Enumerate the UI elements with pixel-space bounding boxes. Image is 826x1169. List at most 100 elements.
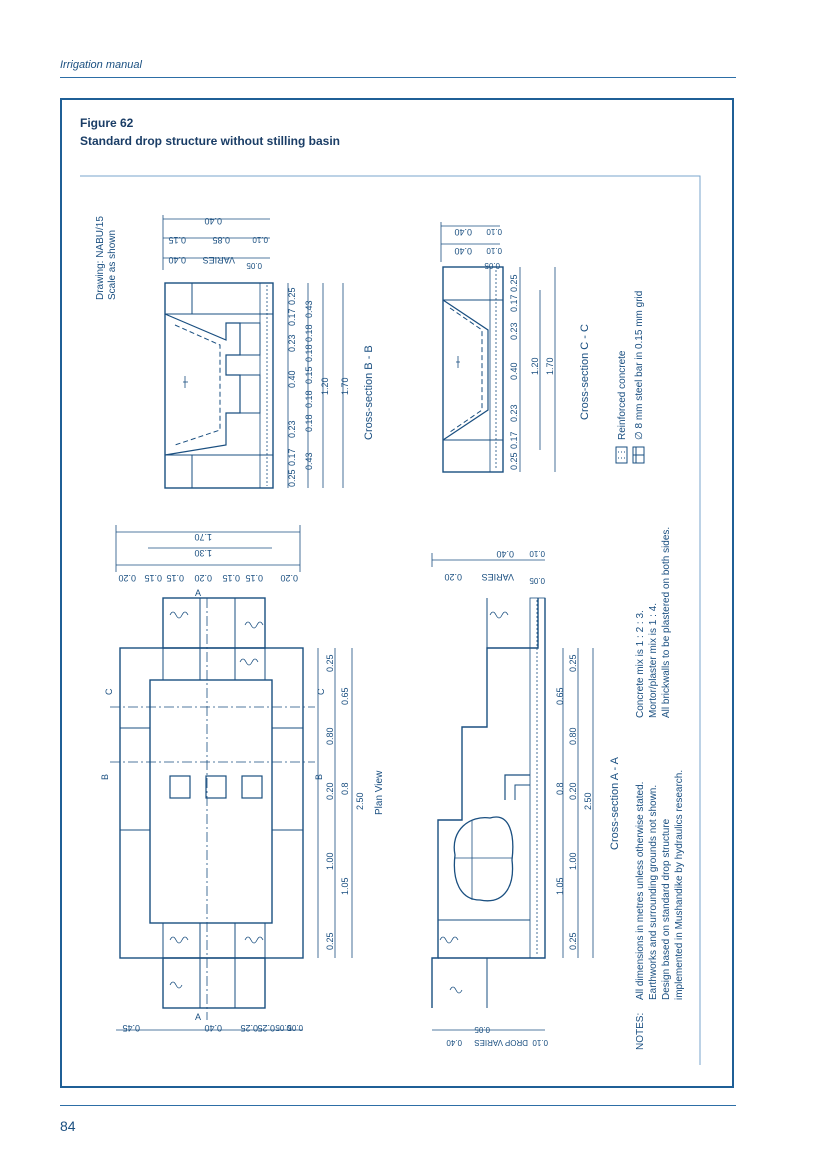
section-mark-a-top: A [195, 588, 201, 598]
section-mark-a-bottom: A [195, 1012, 201, 1022]
aa-bottom-dim-3: 0.10 [532, 1038, 548, 1047]
plan-top-dim-3-6: 0.20 [280, 573, 298, 583]
figure-number: Figure 62 [80, 116, 134, 130]
plan-top-dim-3-1: 0.15 [144, 573, 162, 583]
plan-hole-3 [241, 775, 263, 799]
bb-top-dim-3: 0.15 [168, 235, 186, 245]
aa-top-dim-2: VARIES [482, 572, 514, 582]
plan-top-dim-3-5: 0.15 [245, 573, 263, 583]
cc-top-dim-2: 0.10 [486, 227, 502, 236]
notes-line-3: Design based on standard drop structure [661, 818, 672, 1000]
section-bb-label: Cross-section B - B [363, 345, 375, 440]
plan-view [110, 597, 315, 1020]
section-aa-label: Cross-section A - A [609, 756, 621, 850]
legend [615, 446, 645, 464]
aa-right-r2-2: 1.05 [555, 877, 565, 895]
aa-bottom-dim-1: VARIES [474, 1038, 503, 1047]
drawing-scale: Scale as shown [107, 230, 118, 300]
cc-dim-r1-1: 0.17 [509, 431, 519, 449]
aa-bottom-dim-2: DROP [505, 1038, 528, 1047]
aa-top-dim-0: 0.20 [444, 572, 462, 582]
aa-right-r1-3: 1.00 [568, 852, 578, 870]
cc-dim-r1-6: 0.25 [509, 274, 519, 292]
drawing-border [80, 175, 701, 1065]
notes-line-1: All dimensions in metres unless otherwis… [635, 782, 646, 1000]
drawing-code: Drawing: NABU/15 [95, 216, 106, 300]
plan-top-dim-3-2: 0.15 [166, 573, 184, 583]
plan-right-r1-1: 0.80 [325, 727, 335, 745]
plan-right-r3: 2.50 [355, 792, 365, 810]
plan-right-r2-2: 1.05 [340, 877, 350, 895]
bb-dim-r1-5: 0.17 [287, 308, 297, 326]
bb-dim-r1-4: 0.23 [287, 334, 297, 352]
aa-right-r2-0: 0.65 [555, 687, 565, 705]
plan-right-r1-3: 1.00 [325, 852, 335, 870]
plan-top-dim-3-4: 0.15 [222, 573, 240, 583]
section-mark-b-right: B [314, 774, 324, 780]
notes-mix-1: Concrete mix is 1 : 2 : 3. [635, 610, 646, 718]
notes-line-2: Earthworks and surrounding grounds not s… [648, 785, 659, 1000]
cc-top-dim-1: 0.40 [454, 227, 472, 237]
section-cc-dims [440, 222, 556, 472]
section-mark-b-left: B [100, 774, 110, 780]
cc-dim-r1-2: 0.23 [509, 404, 519, 422]
header-rule [60, 77, 736, 78]
aa-right-r3: 2.50 [583, 792, 593, 810]
bb-dim-r1-2: 0.23 [287, 420, 297, 438]
bb-dim-r2-5: 0.18 [304, 324, 314, 342]
cc-dim-r2: 1.20 [530, 357, 540, 375]
plan-right-r2-0: 0.65 [340, 687, 350, 705]
plan-right-r1-0: 0.25 [325, 654, 335, 672]
notes-heading: NOTES: [635, 1013, 646, 1050]
aa-right-r1-2: 0.20 [568, 782, 578, 800]
plan-hole-2 [205, 775, 227, 799]
section-mark-c-right: C [316, 688, 326, 695]
aa-top-dim-3: 0.05 [529, 576, 545, 585]
section-cc-label: Cross-section C - C [579, 324, 591, 420]
notes-mix-3: All brickwalls to be plastered on both s… [661, 527, 672, 718]
plan-bottom-dim-1: 0.40 [204, 1023, 222, 1033]
aa-bottom-dim-0: 0.40 [446, 1038, 462, 1047]
bb-dim-r2-6: 0.43 [304, 300, 314, 318]
bb-dim-r2-4: 0.18 [304, 344, 314, 362]
bb-top-dim-4: 0.40 [168, 255, 186, 265]
plan-hole-1 [169, 775, 191, 799]
aa-bottom-dim-4: 0.05 [474, 1025, 490, 1034]
section-cc [442, 266, 504, 473]
cc-dim-r1-3: 0.40 [509, 362, 519, 380]
cc-dim-r1-0: 0.25 [509, 452, 519, 470]
plan-bottom-dim-3: 0.25 [257, 1023, 275, 1033]
plan-bottom-dim-2: 0.25 [240, 1023, 258, 1033]
plan-top-dim-3-3: 0.20 [194, 573, 212, 583]
plan-bottom-dim-4: 0.05 [275, 1023, 291, 1032]
cc-top-dim-5: 0.05 [484, 261, 500, 270]
plan-right-r2-1: 0.8 [340, 782, 350, 795]
figure-frame [60, 98, 734, 1088]
footer-rule [60, 1105, 736, 1106]
aa-right-r1-1: 0.80 [568, 727, 578, 745]
aa-right-r2-1: 0.8 [555, 782, 565, 795]
plan-dims [115, 525, 353, 1031]
bb-dim-r1-0: 0.25 [287, 469, 297, 487]
notes-mix-2: Mortor/plaster mix is 1 : 4. [648, 603, 659, 718]
plan-top-dim-1: 1.70 [194, 532, 212, 542]
bb-top-dim-1: 0.40 [204, 216, 222, 226]
cc-dim-r3: 1.70 [545, 357, 555, 375]
bb-dim-r2-1: 0.18 [304, 414, 314, 432]
plan-right-r1-4: 0.25 [325, 932, 335, 950]
aa-right-r1-4: 0.25 [568, 932, 578, 950]
aa-right-r1-0: 0.25 [568, 654, 578, 672]
plan-top-dim-2: 1.30 [194, 548, 212, 558]
plan-bottom-dim-5: 0.05 [287, 1023, 303, 1032]
plan-top-dim-3-0: 0.20 [118, 573, 136, 583]
page-number: 84 [60, 1118, 76, 1134]
section-bb [164, 282, 274, 489]
legend-swatch-concrete [615, 446, 628, 464]
bb-dim-r1-3: 0.40 [287, 370, 297, 388]
bb-top-dim-5: VARIES [203, 255, 235, 265]
bb-top-dim-6: 0.05 [246, 261, 262, 270]
plan-bottom-dim-0: 0.45 [122, 1023, 140, 1033]
running-head: Irrigation manual [60, 59, 142, 71]
section-bb-dims [162, 215, 344, 488]
